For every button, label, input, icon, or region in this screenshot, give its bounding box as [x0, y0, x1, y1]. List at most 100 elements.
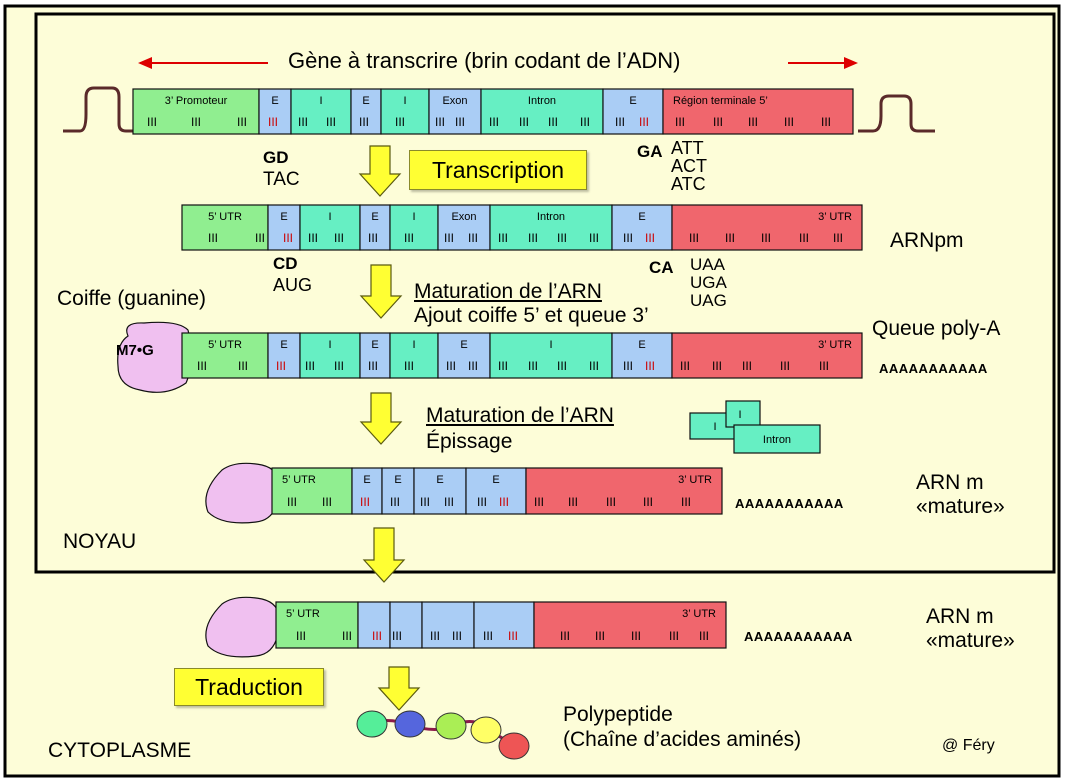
gene-label-1: E	[271, 95, 278, 107]
pre-mrna-segment-4	[389, 204, 439, 251]
stop-codon-dna-3: ATC	[671, 174, 706, 194]
mature-cyto-label-0: 5’ UTR	[286, 608, 320, 620]
mature-cyto-segment-3	[421, 601, 475, 649]
mature-nucleus-triplet-1-0: III	[360, 495, 370, 509]
capped-triplet-0-1: III	[238, 359, 248, 373]
tac-label: TAC	[263, 169, 300, 190]
ga-label: GA	[637, 142, 663, 161]
arnpm-label: ARNpm	[890, 229, 964, 252]
pre-mrna-triplet-6-0: III	[498, 231, 508, 245]
pre-mrna-triplet-8-0: III	[689, 231, 699, 245]
arrow-maturation-1	[359, 264, 403, 319]
author-credit: @ Féry	[942, 737, 995, 754]
arnm-label-1: ARN m	[916, 471, 984, 494]
mature-cyto-segment-1	[357, 601, 391, 649]
maturation-label-2: Maturation de l’ARN	[426, 404, 614, 427]
gene-triplet-2-0: III	[298, 115, 308, 129]
gene-segment-5	[428, 88, 482, 135]
gene-segment-8	[662, 88, 854, 135]
noyau-label: NOYAU	[63, 530, 137, 553]
intron-piece-3	[733, 424, 821, 454]
pre-mrna-segment-6	[489, 204, 613, 251]
stop-codon-dna-1: ATT	[671, 138, 704, 158]
capped-triplet-6-1: III	[528, 359, 538, 373]
cap-shape-1	[117, 321, 193, 393]
gene-label-2: I	[319, 95, 322, 107]
arrow-transcription	[358, 145, 402, 197]
pre-mrna-segment-5	[437, 204, 491, 251]
title-arrow-right-head	[844, 57, 858, 69]
amino-acid-4	[470, 716, 502, 744]
mature-nucleus-triplet-3-1: III	[444, 495, 454, 509]
gene-segment-7	[602, 88, 664, 135]
traduction-box: Traduction	[174, 668, 324, 706]
gene-triplet-0-0: III	[147, 115, 157, 129]
capped-triplet-2-1: III	[334, 359, 344, 373]
pre-mrna-triplet-1-0: III	[283, 231, 293, 245]
capped-triplet-1-0: III	[276, 359, 286, 373]
pre-mrna-triplet-7-1: III	[645, 231, 655, 245]
pre-mrna-segment-1	[267, 204, 301, 251]
pre-mrna-triplet-8-1: III	[725, 231, 735, 245]
pre-mrna-label-5: Exon	[451, 211, 476, 223]
mature-nucleus-segment-0	[271, 467, 353, 515]
mature-cyto-triplet-4-1: III	[508, 629, 518, 643]
mature-nucleus-triplet-0-0: III	[287, 495, 297, 509]
gene-triplet-6-1: III	[519, 115, 529, 129]
mature-cyto-triplet-5-3: III	[669, 629, 679, 643]
capped-triplet-3-0: III	[368, 359, 378, 373]
gene-label-7: E	[629, 95, 636, 107]
gene-triplet-0-2: III	[237, 115, 247, 129]
polya-tail-2: AAAAAAAAAAA	[735, 496, 844, 511]
capped-segment-8	[671, 332, 863, 379]
ca-label: CA	[649, 258, 674, 277]
capped-triplet-8-4: III	[819, 359, 829, 373]
pre-mrna-label-8: 3’ UTR	[818, 211, 852, 223]
capped-triplet-6-0: III	[498, 359, 508, 373]
cd-label: CD	[273, 254, 298, 273]
mature-nucleus-label-4: E	[492, 474, 499, 486]
capped-segment-3	[359, 332, 391, 379]
mature-label-2: «mature»	[926, 629, 1015, 652]
mature-cyto-triplet-0-1: III	[342, 629, 352, 643]
intron-piece-2-label: I	[738, 409, 741, 421]
gene-segment-6	[480, 88, 604, 135]
gene-label-4: I	[403, 95, 406, 107]
arrow-maturation-2	[359, 392, 403, 445]
pre-mrna-triplet-2-0: III	[308, 231, 318, 245]
amino-acid-1	[356, 710, 388, 738]
pre-mrna-label-1: E	[280, 211, 287, 223]
pre-mrna-label-7: E	[638, 211, 645, 223]
capped-triplet-2-0: III	[305, 359, 315, 373]
capped-label-4: I	[412, 339, 415, 351]
mature-nucleus-triplet-5-4: III	[681, 495, 691, 509]
capped-triplet-4-0: III	[404, 359, 414, 373]
amino-acid-2	[394, 710, 426, 738]
capped-label-7: E	[638, 339, 645, 351]
mature-nucleus-triplet-3-0: III	[420, 495, 430, 509]
arnm-label-2: ARN m	[926, 605, 994, 628]
pre-mrna-label-3: E	[371, 211, 378, 223]
mature-cyto-triplet-5-0: III	[560, 629, 570, 643]
ajout-label: Ajout coiffe 5’ et queue 3’	[414, 304, 649, 327]
pre-mrna-segment-7	[611, 204, 673, 251]
amino-acid-5	[498, 732, 530, 760]
aug-label: AUG	[273, 275, 313, 295]
pre-mrna-triplet-6-3: III	[589, 231, 599, 245]
mature-nucleus-segment-4	[465, 467, 527, 515]
capped-triplet-6-2: III	[557, 359, 567, 373]
gene-triplet-6-3: III	[580, 115, 590, 129]
gene-triplet-8-3: III	[784, 115, 794, 129]
capped-triplet-5-0: III	[446, 359, 456, 373]
gene-triplet-6-0: III	[489, 115, 499, 129]
gene-triplet-8-1: III	[713, 115, 723, 129]
mature-nucleus-label-2: E	[394, 474, 401, 486]
capped-segment-7	[611, 332, 673, 379]
pre-mrna-segment-8	[671, 204, 863, 251]
capped-triplet-8-3: III	[780, 359, 790, 373]
intron-piece-3-label: Intron	[763, 434, 791, 446]
polypeptide-label: Polypeptide	[563, 703, 673, 726]
mature-nucleus-triplet-4-1: III	[499, 495, 509, 509]
pre-mrna-triplet-8-2: III	[761, 231, 771, 245]
